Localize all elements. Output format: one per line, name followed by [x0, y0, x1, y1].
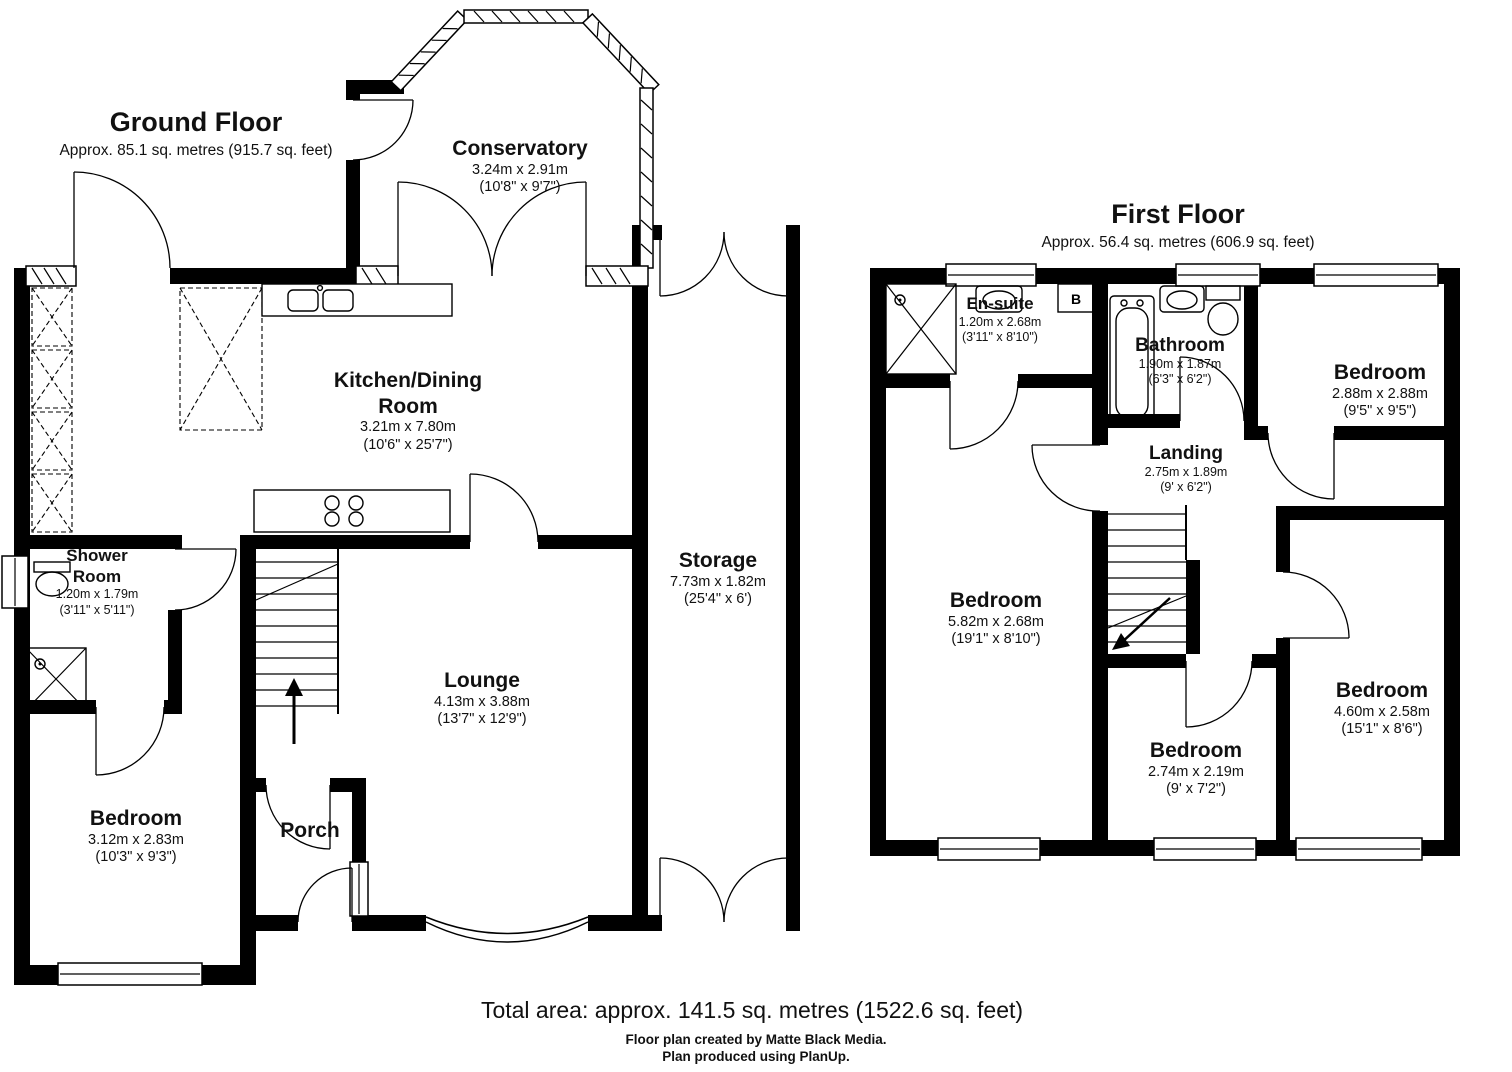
room-label-kitchen: Kitchen/Dining Room 3.21m x 7.80m (10'6"… — [333, 369, 483, 453]
room-label-bedroom-right: Bedroom 4.60m x 2.58m (15'1" x 8'6") — [1334, 679, 1430, 738]
room-label-landing: Landing 2.75m x 1.89m (9' x 6'2") — [1144, 443, 1228, 495]
boiler-icon: B — [1057, 283, 1095, 313]
door — [174, 548, 237, 611]
first-floor-plan: B — [870, 263, 1460, 861]
conservatory-window — [581, 12, 660, 95]
first-floor-title: First Floor — [1111, 199, 1245, 229]
window — [945, 263, 1037, 287]
credit-line-2: Plan produced using PlanUp. — [662, 1049, 850, 1064]
shower-icon — [25, 647, 87, 711]
base-units — [31, 287, 263, 533]
ground-windows — [1, 9, 660, 986]
ground-floor-plan — [1, 9, 800, 986]
window — [57, 962, 203, 986]
total-area-text: Total area: approx. 141.5 sq. metres (15… — [480, 997, 1024, 1023]
room-label-bedroom-left: Bedroom 5.82m x 2.68m (19'1" x 8'10") — [948, 589, 1044, 648]
bathtub-icon — [1109, 295, 1155, 425]
room-label-storage: Storage 7.73m x 1.82m (25'4" x 6') — [670, 549, 766, 608]
down-arrow-icon — [1112, 597, 1171, 650]
ground-doors — [73, 99, 789, 923]
room-label-bedroom-top-right: Bedroom 2.88m x 2.88m (9'5" x 9'5") — [1332, 361, 1428, 420]
stairs-ground — [255, 548, 339, 744]
room-label-bathroom: Bathroom 1.90m x 1.87m (6'3" x 6'2") — [1135, 335, 1225, 387]
window — [1, 555, 29, 609]
ensuite-fixtures: B — [885, 283, 1095, 375]
room-label-lounge: Lounge 4.13m x 3.88m (13'7" x 12'9") — [434, 669, 530, 728]
conservatory-window — [463, 9, 589, 24]
conservatory-window — [390, 10, 469, 92]
radiator-icon — [1245, 335, 1257, 389]
window — [1295, 837, 1423, 861]
first-floor-title-block: First Floor Approx. 56.4 sq. metres (606… — [1041, 198, 1314, 253]
door — [95, 706, 165, 776]
window — [349, 861, 369, 917]
bow-window — [425, 916, 589, 943]
room-label-bedroom-bottom: Bedroom 2.74m x 2.19m (9' x 7'2") — [1148, 739, 1244, 798]
sink-icon — [287, 284, 354, 312]
door — [949, 380, 1019, 450]
door — [265, 784, 331, 850]
front-door — [297, 867, 353, 923]
door — [352, 99, 414, 161]
room-label-ensuite: En-suite 1.20m x 2.68m (3'11" x 8'10") — [958, 294, 1042, 344]
double-door — [659, 857, 789, 923]
room-label-bedroom-ground: Bedroom 3.12m x 2.83m (10'3" x 9'3") — [88, 807, 184, 866]
ground-floor-title: Ground Floor — [109, 107, 283, 137]
up-arrow-icon — [285, 678, 303, 744]
credit-line-1: Floor plan created by Matte Black Media. — [625, 1032, 887, 1047]
hob-icon — [253, 489, 451, 533]
shower-icon — [885, 283, 957, 375]
room-label-conservatory: Conservatory 3.24m x 2.91m (10'8" x 9'7"… — [452, 137, 588, 196]
room-label-shower-room: Shower Room 1.20m x 1.79m (3'11" x 5'11"… — [55, 546, 139, 617]
bathroom-fixtures — [1109, 285, 1257, 425]
door — [1185, 660, 1253, 728]
first-doors — [949, 356, 1350, 728]
window — [355, 265, 399, 287]
ground-floor-subtitle: Approx. 85.1 sq. metres (915.7 sq. feet) — [59, 141, 333, 159]
window — [1153, 837, 1257, 861]
window — [25, 265, 77, 287]
conservatory-window — [639, 87, 654, 269]
double-door — [659, 231, 789, 297]
door — [1267, 432, 1335, 500]
door — [73, 171, 171, 269]
sink-icon — [33, 561, 71, 597]
sink-icon — [1159, 285, 1205, 313]
window — [585, 265, 649, 287]
window — [1175, 263, 1261, 287]
stairs-first — [1107, 505, 1187, 650]
french-doors — [397, 181, 587, 277]
ground-floor-title-block: Ground Floor Approx. 85.1 sq. metres (91… — [59, 106, 332, 161]
counter — [261, 283, 453, 317]
shower-room-fixtures — [25, 561, 87, 711]
first-windows — [937, 263, 1439, 861]
sink-icon — [975, 285, 1023, 313]
door — [1031, 444, 1101, 512]
boiler-label: B — [1071, 291, 1081, 307]
window — [937, 837, 1041, 861]
door — [469, 473, 539, 543]
kitchen-fixtures — [31, 283, 453, 533]
toilet-icon — [1205, 285, 1241, 336]
door — [1282, 571, 1350, 639]
window — [1313, 263, 1439, 287]
room-label-porch: Porch — [280, 819, 340, 842]
door — [1179, 356, 1245, 422]
first-floor-subtitle: Approx. 56.4 sq. metres (606.9 sq. feet) — [1041, 233, 1315, 251]
